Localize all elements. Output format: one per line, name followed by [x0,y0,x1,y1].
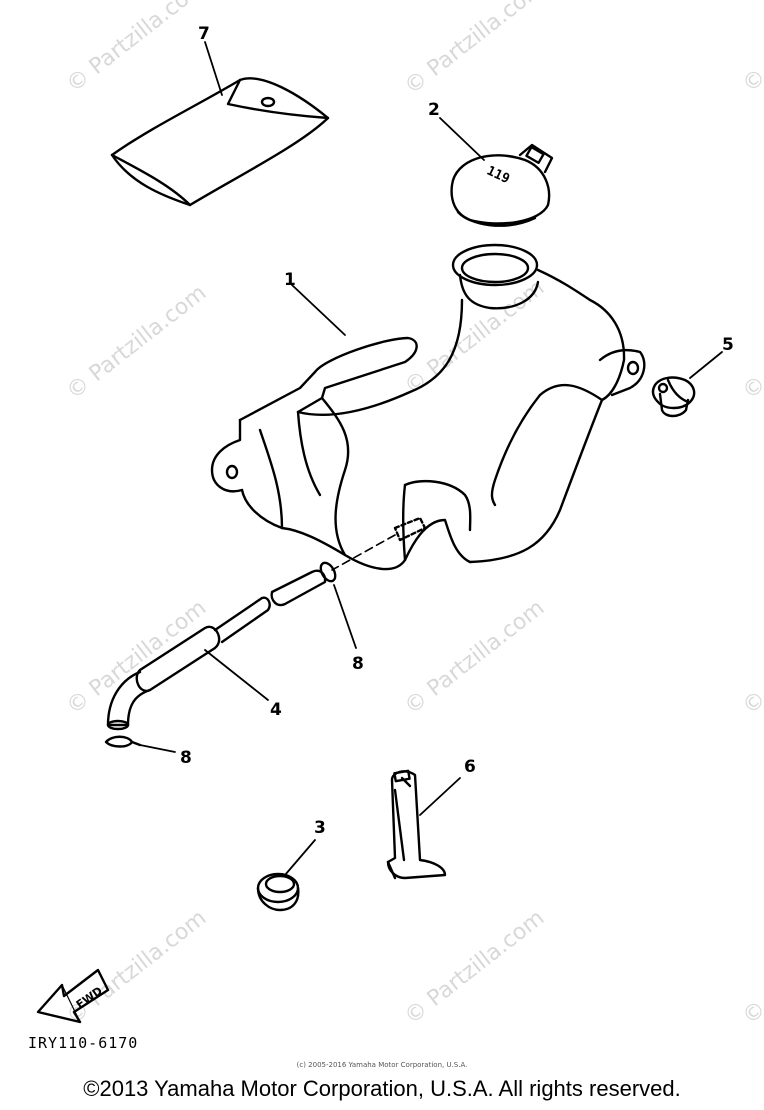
callout-3: 3 [314,818,326,838]
diagram-code: IRY110-6170 [28,1034,139,1052]
part-1-fuel-tank [210,243,646,571]
callout-7: 7 [198,24,210,44]
small-copyright: (c) 2005-2016 Yamaha Motor Corporation, … [296,1061,468,1069]
leader-line-3 [284,839,316,876]
callout-6: 6 [464,757,476,777]
leader-line-5 [689,351,723,379]
callout-8-upper: 8 [352,654,364,674]
leader-line-2 [439,117,485,161]
part-5-bolt [651,376,696,418]
fwd-arrow-icon: FWD [36,968,110,1024]
fwd-label: FWD [74,984,105,1011]
install-line-hose [331,534,396,571]
part-6-strap [386,769,447,880]
part-2-tank-cap: 119 [450,143,554,227]
leader-line-8-lower [139,744,176,753]
callout-4: 4 [270,700,282,720]
leader-line-4 [204,649,269,701]
callout-1: 1 [284,270,296,290]
part-8-clip-upper [319,561,337,583]
callout-5: 5 [722,335,734,355]
leader-line-6 [419,777,461,816]
callout-8-lower: 8 [180,748,192,768]
callout-2: 2 [428,100,440,120]
part-8-clip-lower [104,735,142,748]
part-3-grommet [256,872,300,912]
main-copyright: ©2013 Yamaha Motor Corporation, U.S.A. A… [83,1076,681,1101]
part-7-tool-pouch [110,77,330,207]
leader-line-1 [291,284,346,336]
part-4-fuel-hose [106,569,327,731]
leader-line-7 [204,41,223,96]
leader-line-8-upper [333,584,357,649]
cap-marking: 119 [484,164,512,188]
